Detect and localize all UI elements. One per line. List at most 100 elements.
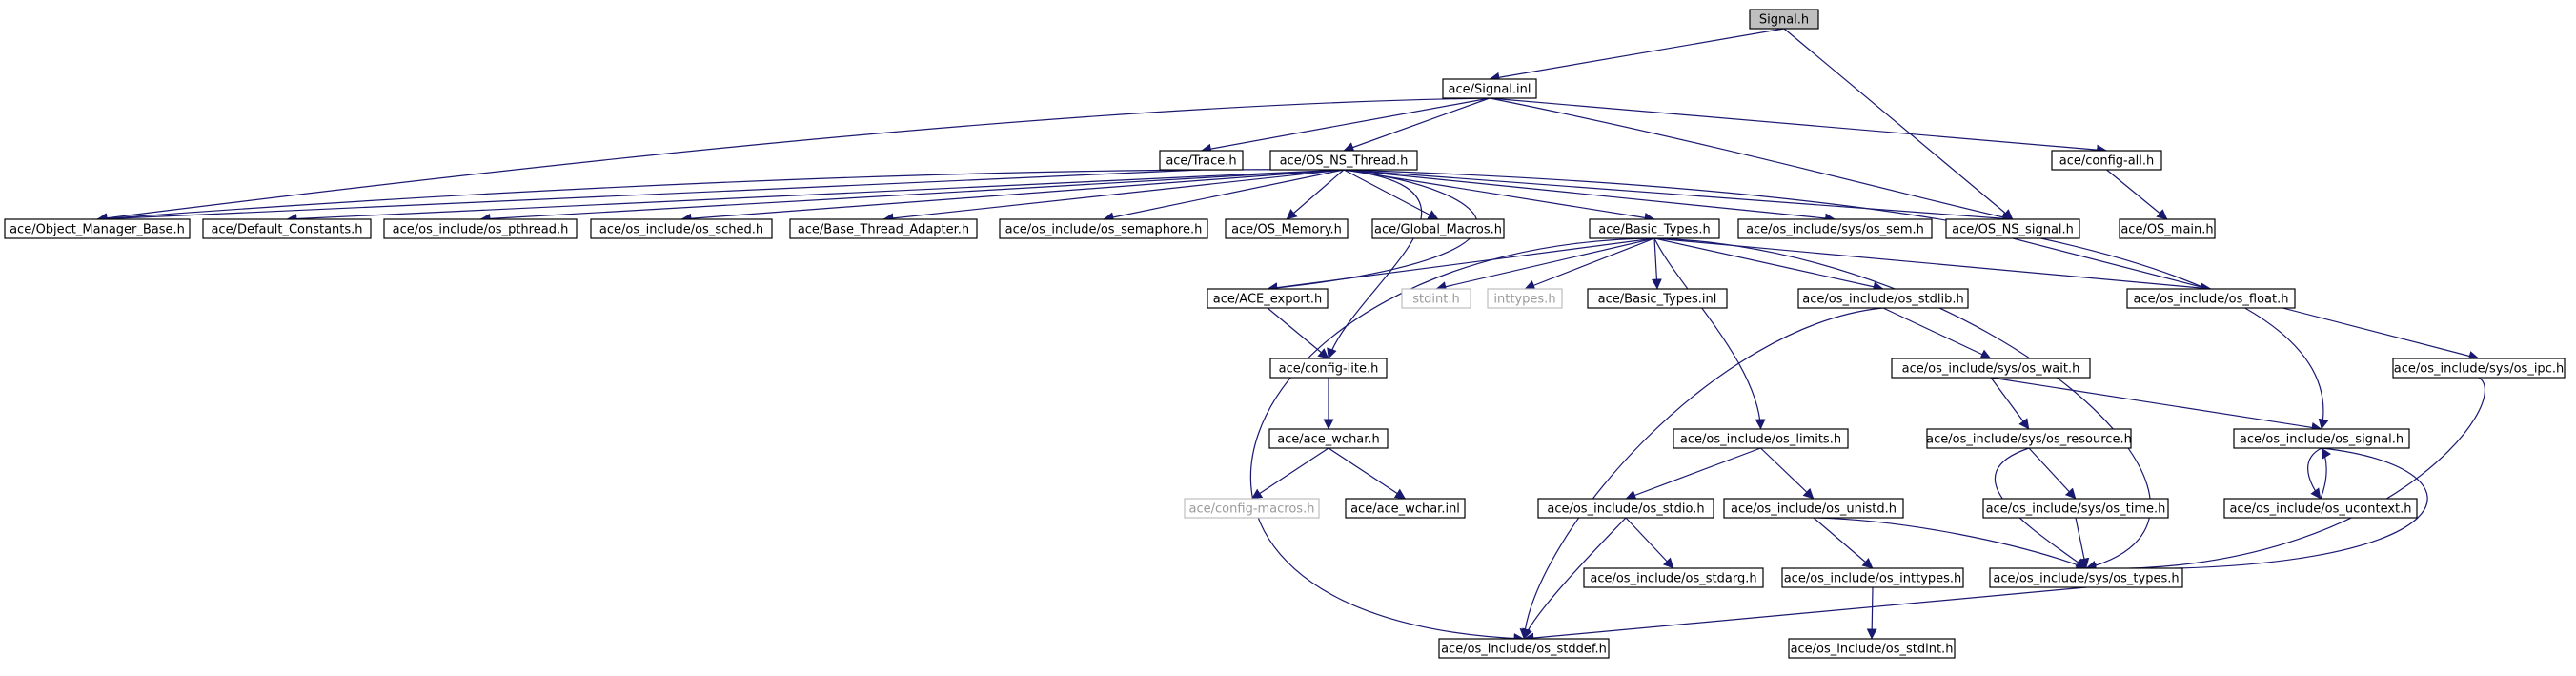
node-box (1989, 567, 2183, 588)
edge-basic_types_h-to-os_float_h (1653, 237, 2212, 294)
node-label: ace/ACE_export.h (1213, 293, 1322, 307)
edge-layer (96, 28, 2485, 645)
node-os-ns-signal-h[interactable]: ace/OS_NS_signal.h (1945, 218, 2080, 239)
node-box (1438, 638, 1610, 659)
node-box (1587, 288, 1728, 309)
node-os-stdarg-h[interactable]: ace/os_include/os_stdarg.h (1583, 567, 1764, 588)
node-box (1945, 218, 2080, 239)
node-ace-wchar-inl[interactable]: ace/ace_wchar.inl (1345, 498, 1466, 519)
node-box (1268, 428, 1389, 449)
node-os-sched-h[interactable]: ace/os_include/os_sched.h (590, 218, 773, 239)
node-label: ace/os_include/os_semaphore.h (1005, 223, 1203, 237)
node-box (2392, 358, 2566, 379)
node-os-time-h[interactable]: ace/os_include/sys/os_time.h (1982, 498, 2169, 519)
node-label: ace/os_include/os_pthread.h (393, 223, 569, 237)
edge-os_wait_h-to-os_resource_h (1990, 377, 2030, 430)
node-label: ace/ace_wchar.h (1277, 433, 1380, 447)
node-config-lite-h[interactable]: ace/config-lite.h (1269, 358, 1388, 379)
node-basic-types-h[interactable]: ace/Basic_Types.h (1589, 218, 1720, 239)
node-box (383, 218, 578, 239)
node-default-constants-h[interactable]: ace/Default_Constants.h (202, 218, 372, 239)
node-box (1673, 428, 1849, 449)
edge-os_stdlib_h-to-os_wait_h (1882, 307, 1992, 359)
edge-os_ns_thread_h-to-object_manager_base_h (96, 169, 1345, 224)
edge-os_stdio_h-to-os_stddef_h (1522, 517, 1627, 640)
edge-os_resource_h-to-os_time_h (2028, 447, 2077, 500)
node-os-stdint-h[interactable]: ace/os_include/os_stdint.h (1788, 638, 1956, 659)
node-label: ace/Global_Macros.h (1374, 223, 1502, 237)
node-box (1723, 498, 1904, 519)
node-config-macros-h[interactable]: ace/config-macros.h (1184, 498, 1320, 519)
node-label: ace/Signal.inl (1448, 83, 1531, 97)
node-stdint-h[interactable]: stdint.h (1401, 288, 1471, 309)
node-os-stdio-h[interactable]: ace/os_include/os_stdio.h (1537, 498, 1714, 519)
node-basic-types-inl[interactable]: ace/Basic_Types.inl (1587, 288, 1728, 309)
node-global-macros-h[interactable]: ace/Global_Macros.h (1371, 218, 1505, 239)
edge-signal_h-to-os_ns_signal_h (1783, 28, 2014, 220)
node-box (1184, 498, 1320, 519)
node-os-stdlib-h[interactable]: ace/os_include/os_stdlib.h (1797, 288, 1969, 309)
edge-signal_inl-to-object_manager_base_h (96, 97, 1491, 224)
node-os-inttypes-h[interactable]: ace/os_include/os_inttypes.h (1781, 567, 1964, 588)
edge-signal_h-to-signal_inl (1489, 28, 1785, 83)
node-os-types-h[interactable]: ace/os_include/sys/os_types.h (1989, 567, 2183, 588)
node-os-memory-h[interactable]: ace/OS_Memory.h (1225, 218, 1349, 239)
node-object-manager-base-h[interactable]: ace/Object_Manager_Base.h (4, 218, 191, 239)
node-layer: Signal.h ace/Signal.inl ace/Trace.h ace/OS_… (4, 9, 2566, 659)
node-config-all-h[interactable]: ace/config-all.h (2051, 150, 2162, 171)
node-box (1401, 288, 1471, 309)
edge-basic_types_h-to-ace_export_h (1267, 237, 1655, 294)
node-label: ace/os_include/sys/os_sem.h (1746, 223, 1924, 237)
node-os-pthread-h[interactable]: ace/os_include/os_pthread.h (383, 218, 578, 239)
node-os-wait-h[interactable]: ace/os_include/sys/os_wait.h (1891, 358, 2091, 379)
node-ace-wchar-h[interactable]: ace/ace_wchar.h (1268, 428, 1389, 449)
node-inttypes-h[interactable]: inttypes.h (1487, 288, 1563, 309)
node-box (2051, 150, 2162, 171)
node-signal-h[interactable]: Signal.h (1749, 9, 1819, 30)
edge-ace_wchar_h-to-config_macros_h (1251, 447, 1329, 500)
node-box (1269, 150, 1418, 171)
node-os-ipc-h[interactable]: ace/os_include/sys/os_ipc.h (2392, 358, 2566, 379)
node-os-main-h[interactable]: ace/OS_main.h (2119, 218, 2216, 239)
node-label: ace/os_include/os_stdio.h (1547, 502, 1704, 517)
node-label: ace/config-lite.h (1279, 362, 1379, 377)
edge-basic_types_h-to-os_stdlib_h (1653, 237, 1884, 293)
node-base-thread-adapter-h[interactable]: ace/Base_Thread_Adapter.h (789, 218, 978, 239)
edge-os_ns_thread_h-to-os_semaphore_h (1103, 169, 1345, 223)
node-label: ace/OS_NS_Thread.h (1280, 154, 1409, 169)
node-os-stddef-h[interactable]: ace/os_include/os_stddef.h (1438, 638, 1610, 659)
node-box (1371, 218, 1505, 239)
node-trace-h[interactable]: ace/Trace.h (1159, 150, 1244, 171)
node-label: ace/config-all.h (2059, 154, 2155, 169)
node-os-sem-h[interactable]: ace/os_include/sys/os_sem.h (1737, 218, 1933, 239)
node-box (2223, 498, 2418, 519)
node-os-float-h[interactable]: ace/os_include/os_float.h (2126, 288, 2296, 309)
node-label: ace/ace_wchar.inl (1350, 502, 1460, 517)
edge-os_types_h-to-os_stddef_h (1523, 586, 2087, 644)
node-label: ace/os_include/sys/os_time.h (1986, 502, 2166, 517)
node-box (1982, 498, 2169, 519)
node-ace-export-h[interactable]: ace/ACE_export.h (1207, 288, 1329, 309)
edge-signal_inl-to-os_ns_thread_h (1343, 97, 1491, 153)
edge-os_signal_h-to-os_ucontext_h (2307, 447, 2322, 500)
node-os-signal-h[interactable]: ace/os_include/os_signal.h (2233, 428, 2410, 449)
node-box (1442, 78, 1537, 99)
node-label: ace/os_include/sys/os_wait.h (1902, 362, 2080, 377)
node-os-semaphore-h[interactable]: ace/os_include/os_semaphore.h (999, 218, 1208, 239)
edge-trace_h-to-object_manager_base_h (96, 169, 1202, 225)
node-label: ace/os_include/os_stdlib.h (1802, 293, 1963, 307)
node-signal-inl[interactable]: ace/Signal.inl (1442, 78, 1537, 99)
node-os-ns-thread-h[interactable]: ace/OS_NS_Thread.h (1269, 150, 1418, 171)
node-os-unistd-h[interactable]: ace/os_include/os_unistd.h (1723, 498, 1904, 519)
node-label: Signal.h (1759, 13, 1809, 28)
node-box (1891, 358, 2091, 379)
edge-os_ipc_h-to-os_types_h (2085, 377, 2485, 574)
node-os-limits-h[interactable]: ace/os_include/os_limits.h (1673, 428, 1849, 449)
node-box (1788, 638, 1956, 659)
edge-ace_wchar_h-to-ace_wchar_inl (1328, 447, 1406, 500)
node-box (202, 218, 372, 239)
node-label: ace/os_include/os_unistd.h (1731, 502, 1897, 517)
node-os-ucontext-h[interactable]: ace/os_include/os_ucontext.h (2223, 498, 2418, 519)
node-os-resource-h[interactable]: ace/os_include/sys/os_resource.h (1926, 428, 2132, 449)
